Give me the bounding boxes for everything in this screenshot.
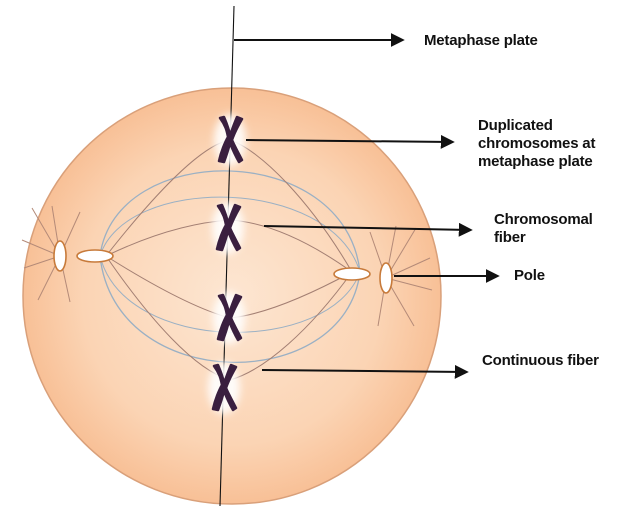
left-pole-centriole-vertical: [54, 241, 66, 271]
left-pole-centriole-horizontal: [77, 250, 113, 262]
label-pole: Pole: [514, 267, 545, 285]
right-pole-centriole-horizontal: [334, 268, 370, 280]
chromosome: [213, 292, 245, 344]
right-pole-centriole-vertical: [380, 263, 392, 293]
chromosome: [212, 202, 244, 254]
label-metaphase-plate: Metaphase plate: [424, 32, 538, 50]
label-duplicated-chromosomes: Duplicated chromosomes at metaphase plat…: [478, 117, 595, 171]
chromosome: [208, 362, 240, 414]
chromosome: [214, 114, 246, 166]
label-continuous-fiber: Continuous fiber: [482, 352, 599, 370]
label-chromosomal-fiber: Chromosomal fiber: [494, 211, 593, 247]
